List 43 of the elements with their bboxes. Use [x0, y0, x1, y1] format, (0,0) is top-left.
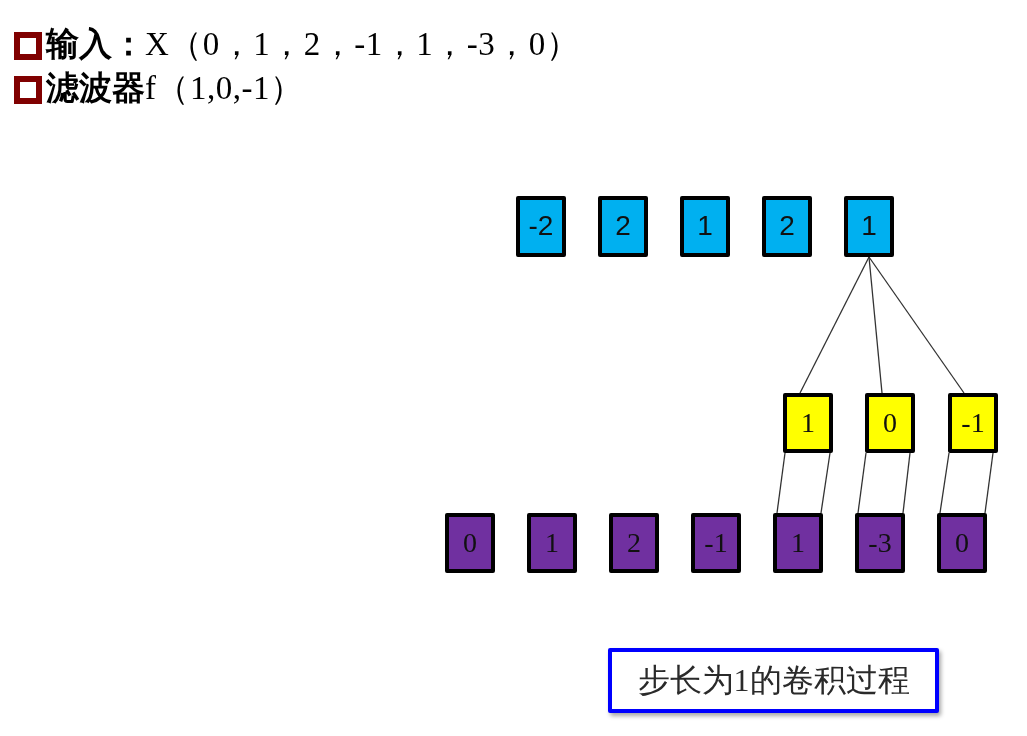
output-value: 1	[697, 211, 713, 242]
input-value: 1	[791, 527, 805, 559]
input-cell	[855, 513, 905, 573]
input-cell	[937, 513, 987, 573]
output-cell	[844, 196, 894, 257]
connector-line	[857, 452, 867, 514]
input-cell	[691, 513, 741, 573]
connector-line	[902, 452, 911, 514]
output-cell	[762, 196, 812, 257]
input-value: 2	[627, 527, 641, 559]
input-value: 0	[955, 527, 969, 559]
connector-line	[799, 256, 870, 394]
filter-weight: -1	[961, 407, 985, 439]
output-cell	[516, 196, 566, 257]
connector-line	[868, 256, 965, 394]
connector-line	[820, 452, 831, 514]
input-cell	[445, 513, 495, 573]
input-value: -1	[704, 527, 728, 559]
input-value: -3	[868, 527, 892, 559]
filter-weight: 1	[801, 407, 815, 439]
connector-line	[984, 452, 994, 514]
input-value: 0	[463, 527, 477, 559]
output-cell	[598, 196, 648, 257]
output-cell	[680, 196, 730, 257]
input-cell	[527, 513, 577, 573]
caption-text: 步长为1的卷积过程	[637, 662, 910, 699]
connector-line	[776, 452, 786, 514]
filter-weight: 0	[883, 407, 897, 439]
connector-line	[939, 452, 950, 514]
caption-box	[608, 648, 939, 713]
filter-cell	[783, 393, 833, 453]
input-value: 1	[545, 527, 559, 559]
output-value: 1	[861, 211, 877, 242]
output-value: 2	[779, 211, 795, 242]
output-value: -2	[528, 211, 554, 242]
connector-line	[868, 256, 883, 394]
spec-line: 输入：X（0，1，2，-1，1，-3，0）	[46, 24, 580, 65]
input-cell	[773, 513, 823, 573]
filter-cell	[948, 393, 998, 453]
filter-cell	[865, 393, 915, 453]
spec-line: 滤波器f（1,0,-1）	[46, 68, 304, 109]
output-value: 2	[615, 211, 631, 242]
input-cell	[609, 513, 659, 573]
